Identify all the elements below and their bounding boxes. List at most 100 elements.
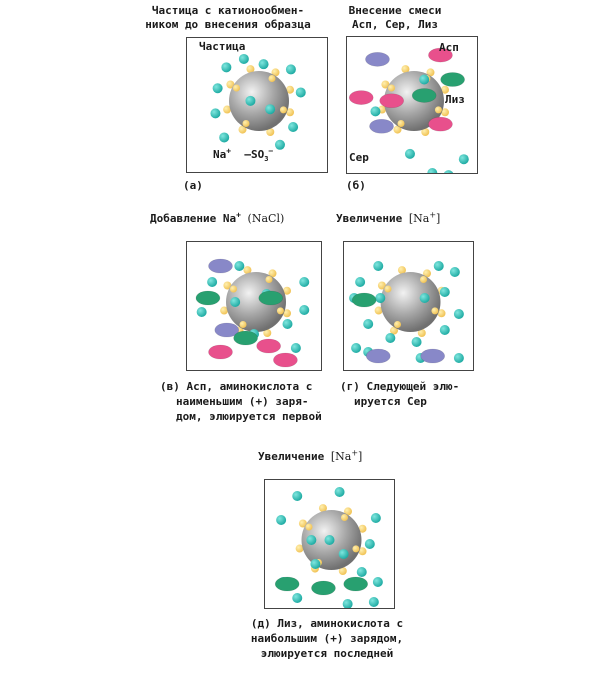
sulfonate-group xyxy=(220,306,229,315)
amino-acid-lys xyxy=(351,292,377,308)
sodium-ion xyxy=(356,567,367,577)
panel-b-svg xyxy=(348,47,469,173)
amino-acid-lys xyxy=(274,576,300,592)
sodium-ion xyxy=(419,293,430,303)
sodium-ion xyxy=(274,139,285,150)
sulfonate-group xyxy=(441,85,450,94)
sulfonate-group xyxy=(417,329,426,338)
amino-acid-lys xyxy=(311,580,336,596)
sodium-ion xyxy=(258,59,269,70)
amino-acid-ser xyxy=(365,52,390,67)
sulfonate-group xyxy=(295,544,304,553)
amino-acid-asp xyxy=(348,90,374,105)
sulfonate-group xyxy=(298,519,307,528)
sodium-ion xyxy=(370,513,381,523)
sulfonate-group xyxy=(421,128,430,137)
sodium-ion xyxy=(221,62,232,73)
header-d-ion: [Na+] xyxy=(408,210,441,225)
sodium-ion xyxy=(295,87,306,98)
caption-c-line2: наименьшим (+) заря- xyxy=(176,395,309,408)
sodium-ion xyxy=(282,319,293,329)
sodium-ion xyxy=(210,108,221,119)
sulfonate-group xyxy=(268,269,277,278)
sulfonate-group xyxy=(394,321,401,329)
caption-d: (г) Следующей элю- ируется Сер xyxy=(340,379,459,409)
caption-b: (б) xyxy=(346,179,366,192)
panel-a-svg xyxy=(210,53,306,150)
amino-acid-ser xyxy=(208,258,233,274)
caption-e-line3: элюируется последней xyxy=(260,647,394,660)
sulfonate-group xyxy=(377,281,386,290)
caption-e-line2: наибольшим (+) зарядом, xyxy=(250,632,404,645)
sulfonate-group xyxy=(271,68,280,77)
sulfonate-group xyxy=(374,306,383,315)
sulfonate-group xyxy=(401,65,410,74)
sodium-ion xyxy=(299,277,310,287)
caption-c: (в) Асп, аминокислота с наименьшим (+) з… xyxy=(160,379,322,424)
amino-acid-lys xyxy=(233,330,258,346)
sodium-ion xyxy=(338,549,349,559)
sodium-ion xyxy=(355,277,366,287)
sodium-ion xyxy=(234,261,245,271)
caption-c-line1: (в) Асп, аминокислота с xyxy=(160,380,313,393)
sulfonate-group xyxy=(423,269,431,278)
sodium-ion xyxy=(351,343,362,353)
sulfonate-group xyxy=(387,84,395,92)
sodium-ion xyxy=(444,170,454,173)
sulfonate-group xyxy=(344,507,352,516)
amino-acid-asp xyxy=(379,93,404,109)
header-d: Увеличение [Na+] xyxy=(336,210,441,226)
caption-c-line3: дом, элюируется первой xyxy=(176,410,322,423)
sodium-ion xyxy=(212,83,223,94)
sodium-ion xyxy=(288,121,299,132)
sulfonate-group xyxy=(226,80,235,89)
sulfonate-group xyxy=(358,547,367,556)
sodium-ion xyxy=(219,132,230,143)
sodium-ion xyxy=(310,559,321,569)
panel-b: Асп Лиз Сер xyxy=(346,36,478,174)
caption-e: (д) Лиз, аминокислота с наибольшим (+) з… xyxy=(212,616,442,661)
sodium-ion xyxy=(324,535,335,545)
sodium-ion xyxy=(385,333,396,343)
sulfonate-group xyxy=(381,80,390,89)
sodium-ion xyxy=(306,535,317,545)
resin-particle xyxy=(226,272,286,332)
sodium-ion xyxy=(411,337,422,347)
sodium-ion xyxy=(290,343,301,353)
sulfonate-group xyxy=(238,125,247,134)
sulfonate-group xyxy=(243,266,252,275)
sulfonate-group xyxy=(232,84,240,92)
sodium-ion xyxy=(334,487,345,497)
sodium-ion xyxy=(433,261,444,271)
sodium-ion xyxy=(373,261,384,271)
sodium-ion xyxy=(285,64,296,75)
sulfonate-group xyxy=(223,281,232,290)
sodium-ion xyxy=(245,95,256,106)
sulfonate-group xyxy=(229,285,237,293)
sulfonate-group xyxy=(393,125,402,134)
label-ser: Сер xyxy=(349,151,369,164)
panel-e xyxy=(264,479,395,609)
sodium-ion xyxy=(292,491,303,501)
sodium-ion xyxy=(404,148,415,159)
header-c-text: Добавление Na xyxy=(150,212,237,225)
label-na-so3: Na+ —SO3− xyxy=(213,146,274,164)
amino-acid-ser xyxy=(365,348,391,364)
sodium-ion xyxy=(453,353,464,363)
sodium-ion xyxy=(342,599,353,608)
header-e-text: Увеличение xyxy=(258,450,325,463)
sulfonate-group xyxy=(266,128,275,137)
sulfonate-group xyxy=(263,329,272,338)
sodium-ion xyxy=(196,307,207,317)
header-a-line2: ником до внесения образца xyxy=(145,18,311,31)
caption-a: (а) xyxy=(183,179,203,192)
header-e: Увеличение [Na+] xyxy=(258,449,362,464)
amino-acid-asp xyxy=(256,338,281,354)
sodium-ion xyxy=(427,168,438,173)
caption-d-line2: ируется Сер xyxy=(354,395,427,408)
sulfonate-group xyxy=(318,504,327,513)
sulfonate-group xyxy=(268,74,276,82)
sodium-ion xyxy=(363,319,374,329)
sulfonate-group xyxy=(338,567,347,576)
caption-e-line1: (д) Лиз, аминокислота с xyxy=(250,617,404,630)
